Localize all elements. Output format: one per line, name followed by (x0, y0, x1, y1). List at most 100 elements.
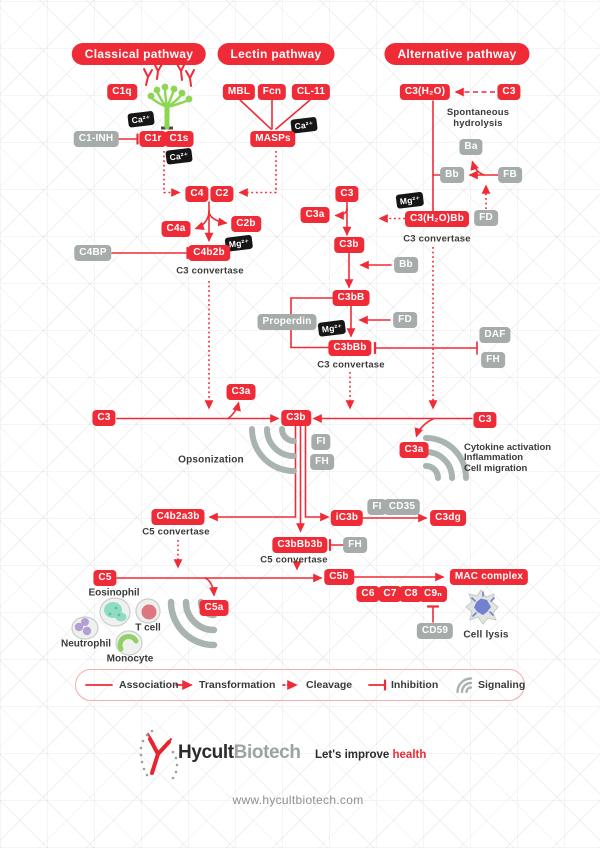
eosinophil-label: Eosinophil (88, 587, 140, 599)
node-cl11: CL-11 (291, 84, 331, 100)
neutrophil-label: Neutrophil (61, 638, 111, 650)
node-daf: DAF (479, 327, 511, 343)
tagline-text: Let's improve (315, 749, 393, 761)
node-c4bp: C4BP (74, 245, 112, 261)
node-properdin: Properdin (257, 314, 317, 330)
node-ic3b: iC3b (330, 510, 364, 526)
cell-lysis-label: Cell lysis (463, 629, 509, 641)
c5-branch-c5a (204, 577, 218, 597)
node-c1s: C1s (164, 131, 194, 147)
node-c3-mid: C3 (335, 186, 359, 202)
mbl-masps-line (239, 99, 272, 130)
masps-cleave-c2 (238, 151, 277, 197)
opsonization-label: Opsonization (178, 454, 244, 466)
node-fd-1: FD (474, 210, 498, 226)
node-c1q: C1q (107, 84, 137, 100)
node-c5b: C5b (324, 569, 354, 585)
node-c5: C5 (93, 570, 117, 586)
node-mac-complex: MAC complex (449, 569, 529, 585)
node-bb-2: Bb (394, 257, 418, 273)
node-bb-1: Bb (440, 167, 464, 183)
cell-lysis-icon (465, 589, 499, 625)
node-c3bBb3b: C3bBb3b (272, 537, 328, 553)
node-c4b2b: C4b2b (188, 245, 230, 261)
alternative-pathway-header: Alternative pathway (384, 43, 530, 65)
effect-line-1: Cytokine activation (464, 442, 552, 453)
node-fh-1: FH (481, 352, 505, 368)
node-c4a: C4a (161, 221, 191, 237)
opsonization-signaling-icon (249, 426, 297, 474)
neutrophil-cell-icon (71, 616, 99, 640)
brand-biotech: Biotech (233, 742, 301, 763)
row-branch-c3a-right (414, 417, 435, 438)
legend-transformation-label: Transformation (199, 679, 276, 691)
cytokine-signaling-icon (423, 435, 469, 481)
node-c1r: C1r (139, 131, 167, 147)
node-c2: C2 (210, 186, 234, 202)
row-branch-c3a-left (227, 401, 241, 420)
node-masps: MASPs (250, 131, 296, 147)
node-c3a-1: C3a (300, 207, 330, 223)
node-c3b-2: C3b (281, 410, 311, 426)
node-fi-1: FI (311, 434, 331, 450)
t-cell-icon (135, 598, 161, 624)
brand-wordmark: HycultBiotech (178, 742, 301, 764)
node-fh-3: FH (343, 537, 367, 553)
node-ba: Ba (459, 139, 483, 155)
c1s-cleave-c4 (163, 151, 181, 197)
brand-hycult: Hycult (178, 742, 234, 763)
node-c3-top: C3 (497, 84, 521, 100)
node-c3-right: C3 (473, 412, 497, 428)
fork-to-c2b (208, 210, 228, 227)
fork-to-c4a (194, 210, 210, 231)
hycult-logo-icon (139, 729, 179, 780)
node-mbl: MBL (222, 84, 256, 100)
node-c5a: C5a (199, 600, 229, 616)
node-c3-h2o-bb: C3(H₂O)Bb (404, 211, 470, 227)
node-fb: FB (498, 167, 522, 183)
node-c6: C6 (356, 586, 380, 602)
legend-inhibition-label: Inhibition (391, 679, 439, 691)
effect-line-3: Cell migration (464, 462, 528, 474)
node-c8: C8 (399, 586, 423, 602)
node-c3a-3: C3a (399, 442, 429, 458)
legend-box (75, 669, 525, 701)
node-c1-inh: C1-INH (73, 131, 119, 147)
node-c4b2a3b: C4b2a3b (151, 509, 205, 525)
node-c2b: C2b (231, 216, 261, 232)
lectin-pathway-header: Lectin pathway (217, 43, 335, 65)
monocyte-cell-icon (115, 630, 143, 656)
classical-pathway-header: Classical pathway (71, 43, 207, 65)
node-c4: C4 (185, 186, 209, 202)
brand-tagline: Let's improve health (315, 749, 426, 761)
node-c3bB: C3bB (332, 290, 370, 306)
node-fd-2: FD (393, 312, 417, 328)
legend-association-label: Association (119, 679, 179, 691)
node-fh-2: FH (310, 454, 334, 470)
cl11-masps-line (275, 99, 311, 130)
effects-text: Cytokine activation Inflammation Cell mi… (464, 442, 552, 474)
monocyte-label: Monocyte (106, 653, 154, 665)
node-cd59: CD59 (416, 623, 454, 639)
legend-signaling-label: Signaling (478, 679, 526, 691)
eosinophil-cell-icon (99, 597, 131, 627)
c3-convertase-label-2: C3 convertase (403, 233, 471, 245)
fb-to-ba (470, 160, 485, 176)
tagline-accent: health (392, 749, 427, 761)
effect-line-2: Inflammation (464, 452, 524, 464)
node-cd35: CD35 (383, 499, 421, 515)
node-c9n: C9ₙ (419, 586, 447, 602)
node-c3-left: C3 (92, 410, 116, 426)
c1-complex-icon (143, 62, 195, 130)
node-c3bBb: C3bBb (328, 340, 372, 356)
legend-signaling-icon (456, 677, 473, 694)
node-c3b-1: C3b (334, 237, 364, 253)
c5-convertase-label-2: C5 convertase (260, 554, 328, 566)
node-c3dg: C3dg (430, 510, 466, 526)
node-fi-2: FI (367, 499, 387, 515)
website-url[interactable]: www.hycultbiotech.com (232, 793, 364, 807)
spontaneous-hydrolysis-label: Spontaneous hydrolysis (446, 107, 510, 129)
node-c3-h2o: C3(H₂O) (399, 84, 451, 100)
